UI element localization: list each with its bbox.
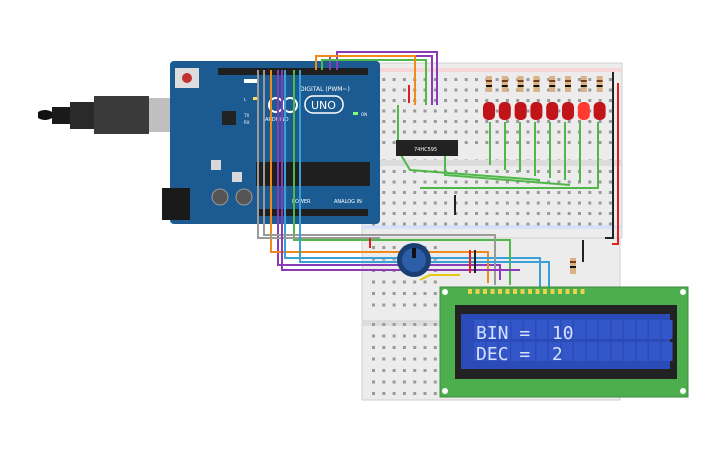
led-resistor xyxy=(565,76,571,92)
led xyxy=(530,102,543,120)
lcd-module: BIN = 10 DEC = 2 xyxy=(439,286,689,398)
potentiometer[interactable] xyxy=(397,243,431,277)
led xyxy=(483,102,495,120)
led-resistor xyxy=(549,76,556,92)
arduino-logo: ARDUINO UNO xyxy=(265,95,344,123)
reset-button-cap[interactable] xyxy=(182,73,192,83)
led-row xyxy=(483,76,606,120)
brand-label: ARDUINO xyxy=(265,117,289,123)
analog-header xyxy=(258,209,368,216)
led xyxy=(514,102,527,120)
digital-label: DIGITAL (PWM~) xyxy=(300,86,350,93)
led-resistor xyxy=(486,76,492,92)
led-resistor xyxy=(596,76,603,92)
model-label: UNO xyxy=(311,99,336,112)
led xyxy=(577,102,590,120)
led xyxy=(562,102,574,120)
analog-label: ANALOG IN xyxy=(334,199,362,205)
arduino-board: DIGITAL (PWM~) POWER ANALOG IN ON L TX R… xyxy=(162,61,380,224)
led xyxy=(498,102,511,120)
lcd-resistor xyxy=(570,258,576,274)
led-resistor xyxy=(517,76,524,92)
shift-register-chip: 74HC595 xyxy=(396,140,458,156)
on-label: ON xyxy=(361,112,367,117)
power-jack xyxy=(162,188,190,220)
lcd-line-2: DEC = 2 xyxy=(476,344,563,365)
led-resistor xyxy=(580,76,587,92)
led-resistor xyxy=(501,76,508,92)
power-label: POWER xyxy=(292,199,311,205)
usb-cable xyxy=(38,96,179,134)
tx-label: TX xyxy=(243,113,249,118)
led-resistor xyxy=(533,76,540,92)
led xyxy=(593,102,606,120)
chip-label: 74HC595 xyxy=(414,147,437,153)
l-label: L xyxy=(244,97,247,102)
led xyxy=(546,102,559,120)
atmega-chip xyxy=(256,162,370,186)
lcd-line-1: BIN = 10 xyxy=(476,323,574,344)
rx-label: RX xyxy=(244,120,250,125)
